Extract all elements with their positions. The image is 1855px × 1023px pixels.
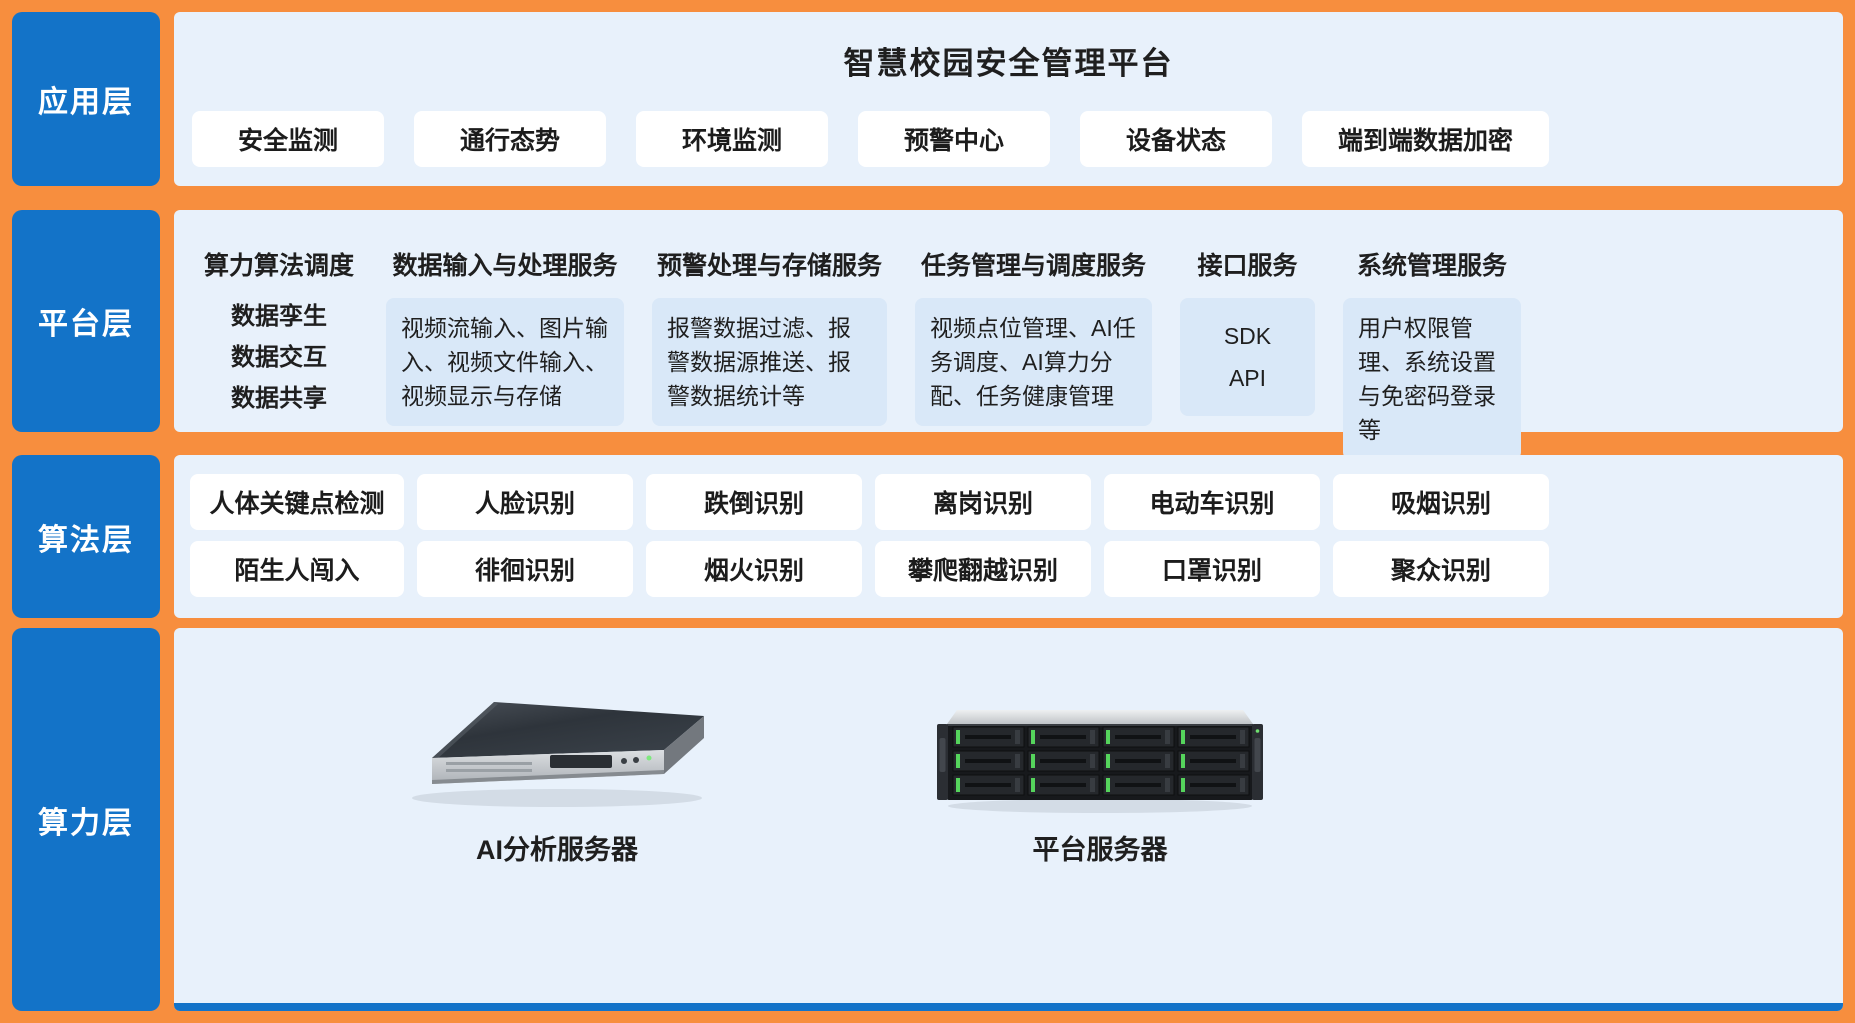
platform-col-alert-storage-box: 报警数据过滤、报警数据源推送、报警数据统计等 <box>652 298 887 427</box>
app-item-device-status: 设备状态 <box>1080 111 1272 167</box>
algo-item-body-keypoint-detection: 人体关键点检测 <box>190 474 404 530</box>
algo-item-fall-detection: 跌倒识别 <box>646 474 862 530</box>
application-layer-band: 应用层 智慧校园安全管理平台 安全监测 通行态势 环境监测 预警中心 设备状态 … <box>12 12 1843 186</box>
algo-item-smoking-detection: 吸烟识别 <box>1333 474 1549 530</box>
algorithm-layer-label: 算法层 <box>12 455 160 618</box>
platform-col-task-management: 任务管理与调度服务 视频点位管理、AI任务调度、AI算力分配、任务健康管理 <box>915 246 1152 460</box>
algo-item-mask-detection: 口罩识别 <box>1104 541 1320 597</box>
ai-server-caption: AI分析服务器 <box>476 835 638 865</box>
algorithm-layer-content: 人体关键点检测 人脸识别 跌倒识别 离岗识别 电动车识别 吸烟识别 陌生人闯入 … <box>174 455 1843 618</box>
servers-row: AI分析服务器 <box>174 628 1843 867</box>
platform-server-figure: 平台服务器 <box>935 696 1265 867</box>
platform-col-scheduling-header: 算力算法调度 <box>203 252 354 280</box>
platform-columns: 算力算法调度 数据孪生 数据交互 数据共享 数据输入与处理服务 视频流输入、图片… <box>174 210 1843 461</box>
platform-col-interface-service-header: 接口服务 <box>1197 252 1298 280</box>
app-item-traffic-situation: 通行态势 <box>414 111 606 167</box>
app-item-alert-center: 预警中心 <box>858 111 1050 167</box>
algo-item-stranger-intrusion: 陌生人闯入 <box>190 541 404 597</box>
computing-layer-label: 算力层 <box>12 628 160 1011</box>
algo-item-ebike-detection: 电动车识别 <box>1104 474 1320 530</box>
platform-col-task-management-header: 任务管理与调度服务 <box>920 252 1146 280</box>
computing-layer-content: AI分析服务器 <box>174 628 1843 1011</box>
algorithm-layer-band: 算法层 人体关键点检测 人脸识别 跌倒识别 离岗识别 电动车识别 吸烟识别 陌生… <box>12 455 1843 618</box>
platform-col-data-input-header: 数据输入与处理服务 <box>392 252 618 280</box>
platform-title: 智慧校园安全管理平台 <box>843 46 1174 81</box>
platform-server-caption: 平台服务器 <box>1032 835 1168 865</box>
interface-item-api: API <box>1228 365 1267 391</box>
platform-col-data-input: 数据输入与处理服务 视频流输入、图片输入、视频文件输入、视频显示与存储 <box>386 246 624 460</box>
platform-layer-label: 平台层 <box>12 210 160 432</box>
algo-item-fire-smoke-detection: 烟火识别 <box>646 541 862 597</box>
algo-item-face-recognition: 人脸识别 <box>417 474 633 530</box>
bottom-accent-strip <box>174 1003 1843 1011</box>
ai-server-figure: AI分析服务器 <box>402 666 712 867</box>
platform-col-interface-service: 接口服务 SDK API <box>1180 246 1315 460</box>
app-item-e2e-encryption: 端到端数据加密 <box>1302 111 1549 167</box>
algo-item-absence-detection: 离岗识别 <box>875 474 1091 530</box>
platform-layer-band: 平台层 算力算法调度 数据孪生 数据交互 数据共享 数据输入与处理服务 视频流输… <box>12 210 1843 461</box>
interface-item-sdk: SDK <box>1223 322 1272 349</box>
computing-layer-band: 算力层 <box>12 628 1843 1011</box>
algo-item-climbing-detection: 攀爬翻越识别 <box>875 541 1091 597</box>
platform-layer-content: 算力算法调度 数据孪生 数据交互 数据共享 数据输入与处理服务 视频流输入、图片… <box>174 210 1843 461</box>
scheduling-item-data-exchange: 数据交互 <box>231 344 327 371</box>
app-item-security-monitoring: 安全监测 <box>192 111 384 167</box>
application-layer-content: 智慧校园安全管理平台 安全监测 通行态势 环境监测 预警中心 设备状态 端到端数… <box>174 12 1843 186</box>
ai-server-icon <box>412 702 704 807</box>
application-buttons-row: 安全监测 通行态势 环境监测 预警中心 设备状态 端到端数据加密 <box>192 111 1843 167</box>
platform-col-scheduling: 算力算法调度 数据孪生 数据交互 数据共享 <box>200 246 358 460</box>
platform-col-alert-storage: 预警处理与存储服务 报警数据过滤、报警数据源推送、报警数据统计等 <box>652 246 887 460</box>
algo-item-loitering-detection: 徘徊识别 <box>417 541 633 597</box>
platform-col-task-management-box: 视频点位管理、AI任务调度、AI算力分配、任务健康管理 <box>915 298 1152 427</box>
scheduling-item-data-twin: 数据孪生 <box>231 303 327 330</box>
algo-item-crowd-gathering: 聚众识别 <box>1333 541 1549 597</box>
platform-col-system-management: 系统管理服务 用户权限管理、系统设置与免密码登录等 <box>1343 246 1521 461</box>
platform-col-alert-storage-header: 预警处理与存储服务 <box>656 252 882 280</box>
app-item-environment-monitoring: 环境监测 <box>636 111 828 167</box>
scheduling-item-data-sharing: 数据共享 <box>231 385 327 412</box>
platform-col-system-management-box: 用户权限管理、系统设置与免密码登录等 <box>1343 298 1521 461</box>
platform-col-interface-service-box: SDK API <box>1180 298 1315 416</box>
platform-col-scheduling-items: 数据孪生 数据交互 数据共享 <box>200 296 358 419</box>
platform-col-system-management-header: 系统管理服务 <box>1356 252 1507 280</box>
platform-server-icon <box>937 710 1263 813</box>
algorithm-grid: 人体关键点检测 人脸识别 跌倒识别 离岗识别 电动车识别 吸烟识别 陌生人闯入 … <box>174 455 1843 597</box>
platform-col-data-input-box: 视频流输入、图片输入、视频文件输入、视频显示与存储 <box>386 298 624 427</box>
application-layer-label: 应用层 <box>12 12 160 186</box>
